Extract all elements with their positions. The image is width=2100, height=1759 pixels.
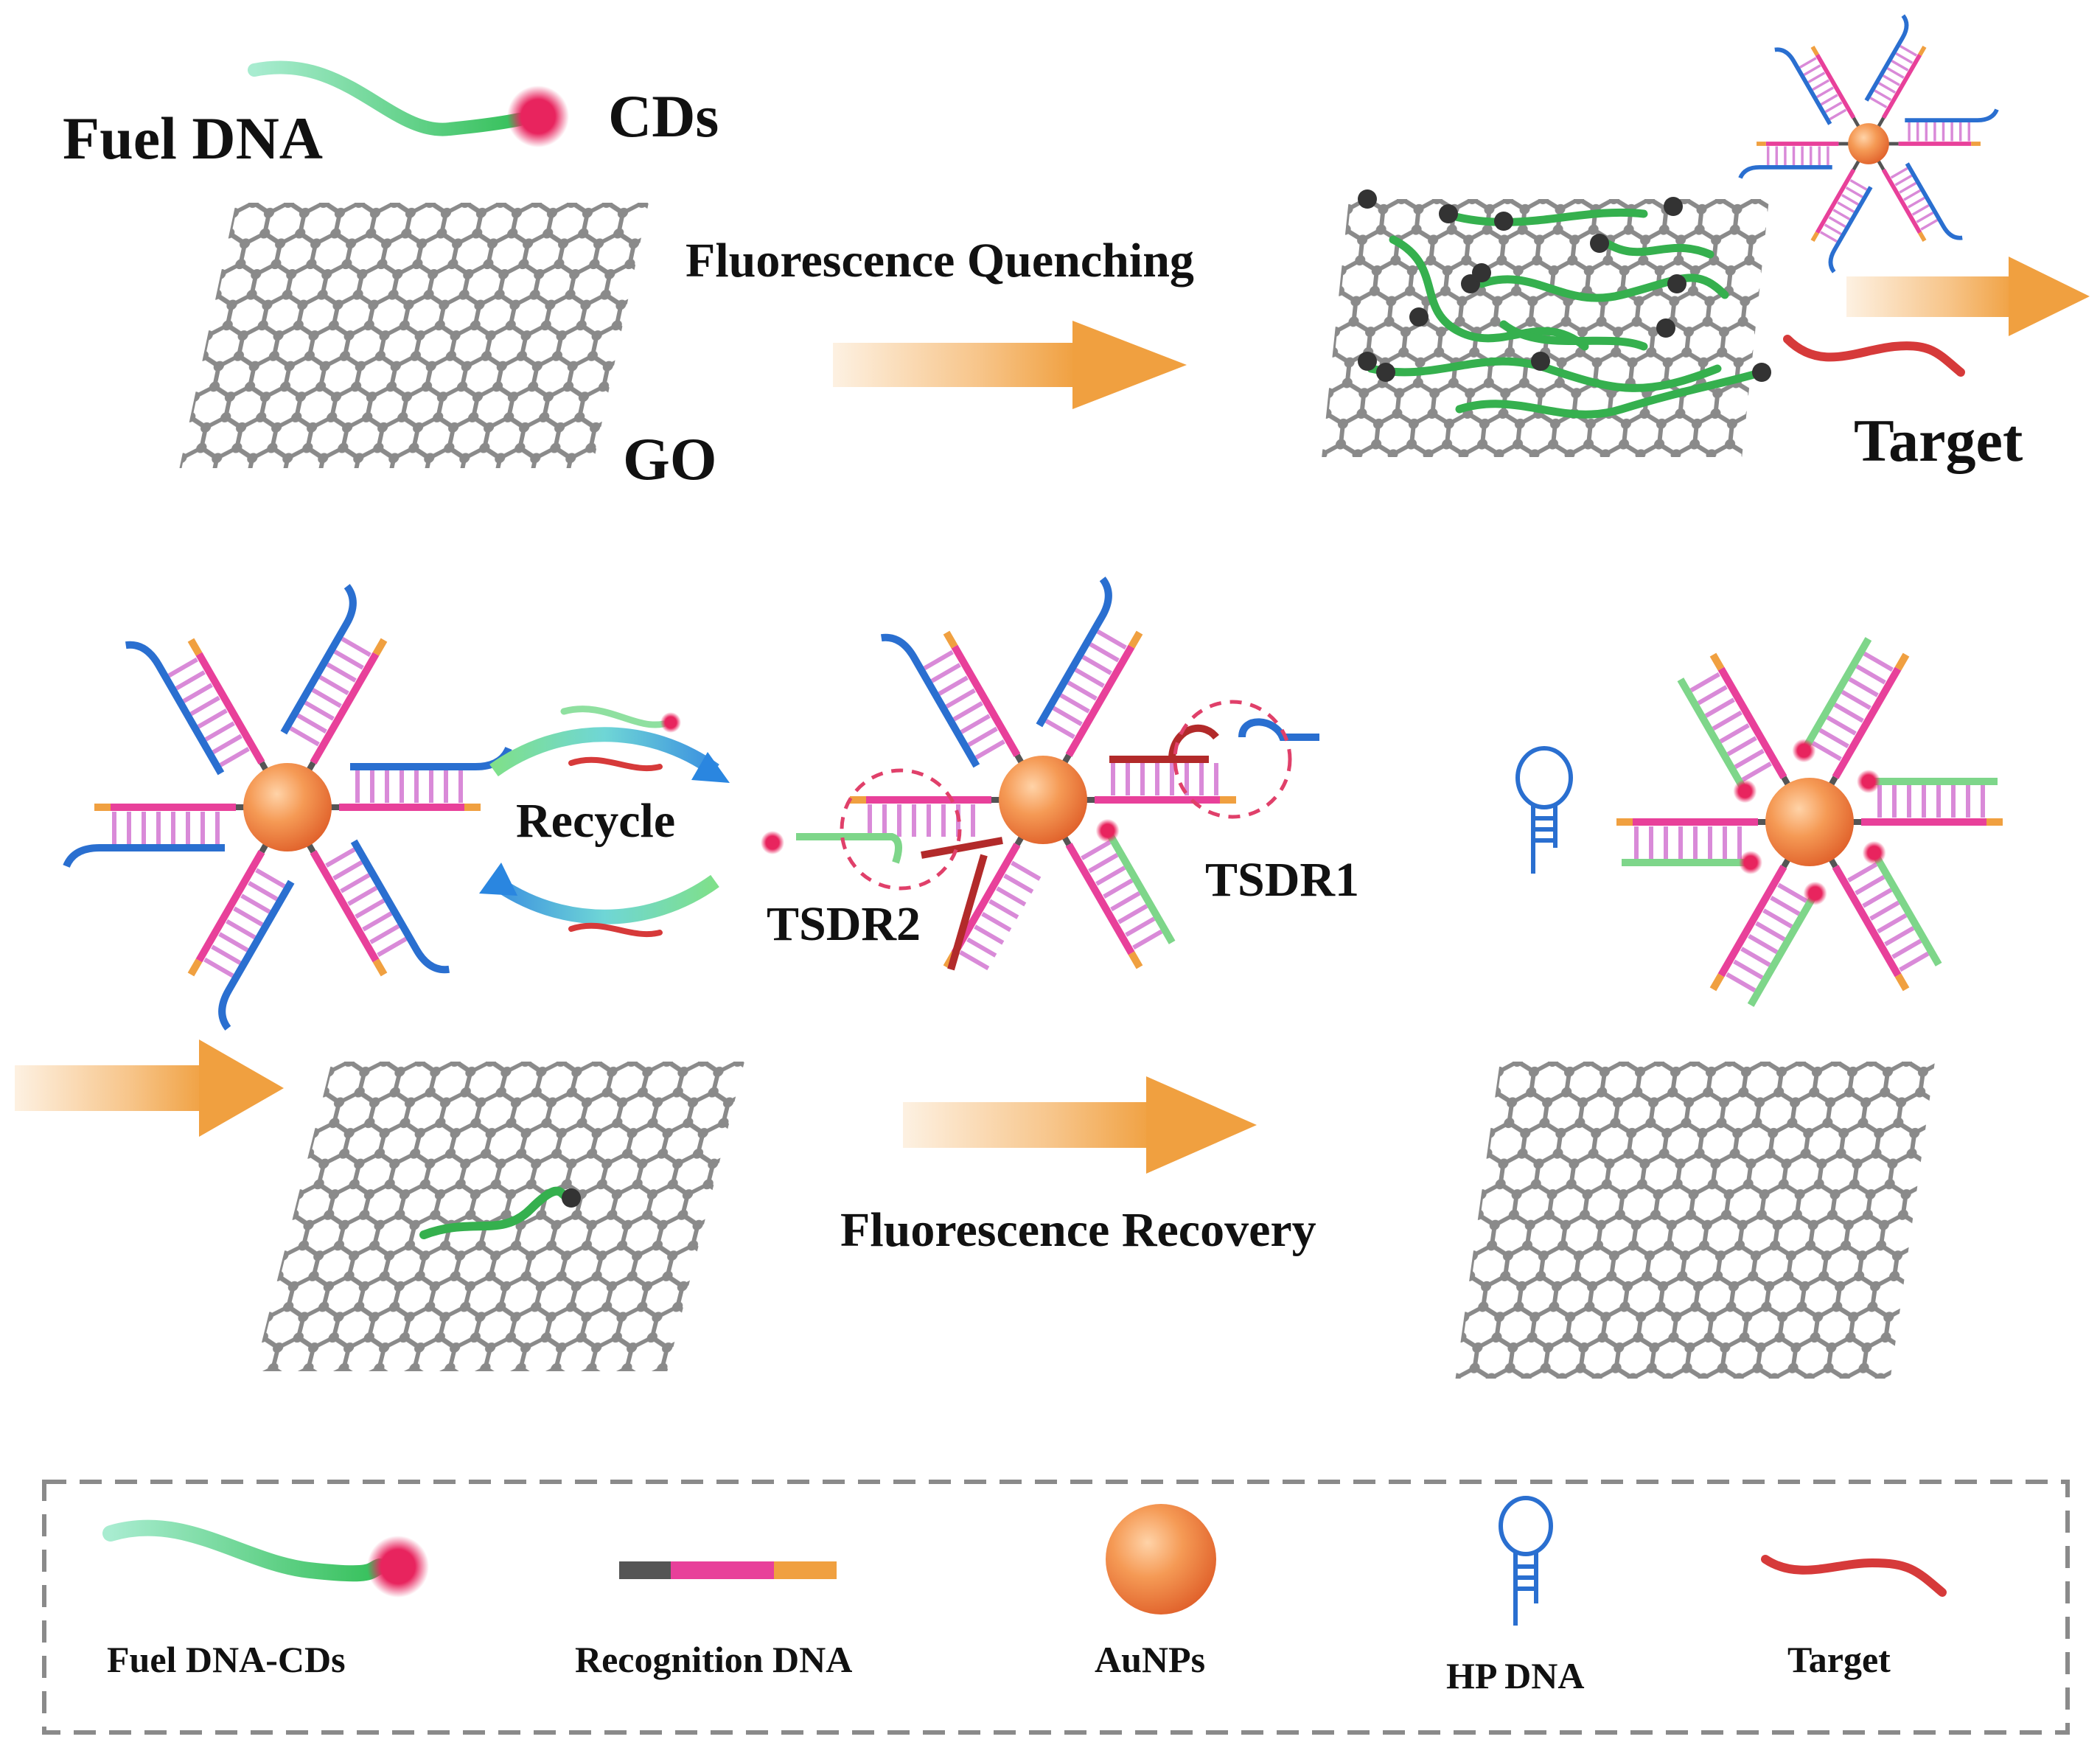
fluorescence-quenching-label: Fluorescence Quenching bbox=[686, 234, 1194, 288]
graphene-oxide-sheet-top bbox=[179, 203, 649, 468]
go-label: GO bbox=[623, 425, 717, 492]
graphene-oxide-sheet-bottom-left bbox=[254, 1062, 744, 1371]
legend-recognition-dna-swatch bbox=[619, 1561, 837, 1579]
tsdr2-label: TSDR2 bbox=[767, 897, 921, 951]
legend-target-swatch bbox=[1761, 1555, 1947, 1597]
graphene-oxide-sheet-bottom-right bbox=[1455, 1062, 1935, 1379]
legend-hp-dna-label: HP DNA bbox=[1446, 1655, 1585, 1696]
target-label-top: Target bbox=[1854, 407, 2023, 474]
fluorescence-recovery-label: Fluorescence Recovery bbox=[840, 1203, 1316, 1257]
fuel-dna-strand-top bbox=[248, 60, 569, 147]
legend-fuel-dna-cds-label: Fuel DNA-CDs bbox=[107, 1639, 346, 1680]
aunp-probe-top-right bbox=[1740, 15, 1997, 272]
recycle-cycle bbox=[479, 706, 730, 938]
legend-box bbox=[42, 1480, 2070, 1735]
cds-label: CDs bbox=[608, 83, 719, 150]
tsdr1-strands bbox=[1109, 700, 1319, 819]
legend-fuel-dna-cds-swatch bbox=[102, 1519, 429, 1598]
left-arrow-bottom bbox=[15, 1039, 284, 1137]
fuel-dna-label: Fuel DNA bbox=[63, 105, 323, 172]
legend-aunps-swatch bbox=[1106, 1504, 1216, 1615]
legend-target-label: Target bbox=[1787, 1639, 1891, 1680]
tsdr1-label: TSDR1 bbox=[1205, 853, 1359, 907]
legend-aunps-label: AuNPs bbox=[1095, 1639, 1205, 1680]
tsdr2-strands bbox=[761, 768, 1003, 971]
aunp-probe-left bbox=[66, 586, 509, 1028]
top-right-arrow bbox=[1846, 257, 2090, 336]
aunp-probe-center bbox=[850, 579, 1236, 986]
free-hp-dna bbox=[1515, 746, 1573, 874]
legend-recognition-dna-label: Recognition DNA bbox=[575, 1639, 852, 1680]
legend-hp-dna-swatch bbox=[1499, 1496, 1553, 1626]
recovery-arrow bbox=[903, 1076, 1257, 1174]
quenched-cd-dots bbox=[1358, 189, 1771, 382]
quenching-arrow bbox=[833, 321, 1187, 409]
adsorbed-fuel-dna bbox=[1367, 208, 1766, 419]
target-strand-top bbox=[1783, 335, 1965, 377]
aunp-probe-right bbox=[1616, 629, 2003, 1016]
recycle-label: Recycle bbox=[516, 794, 675, 848]
released-fuel-dna bbox=[419, 1186, 581, 1239]
